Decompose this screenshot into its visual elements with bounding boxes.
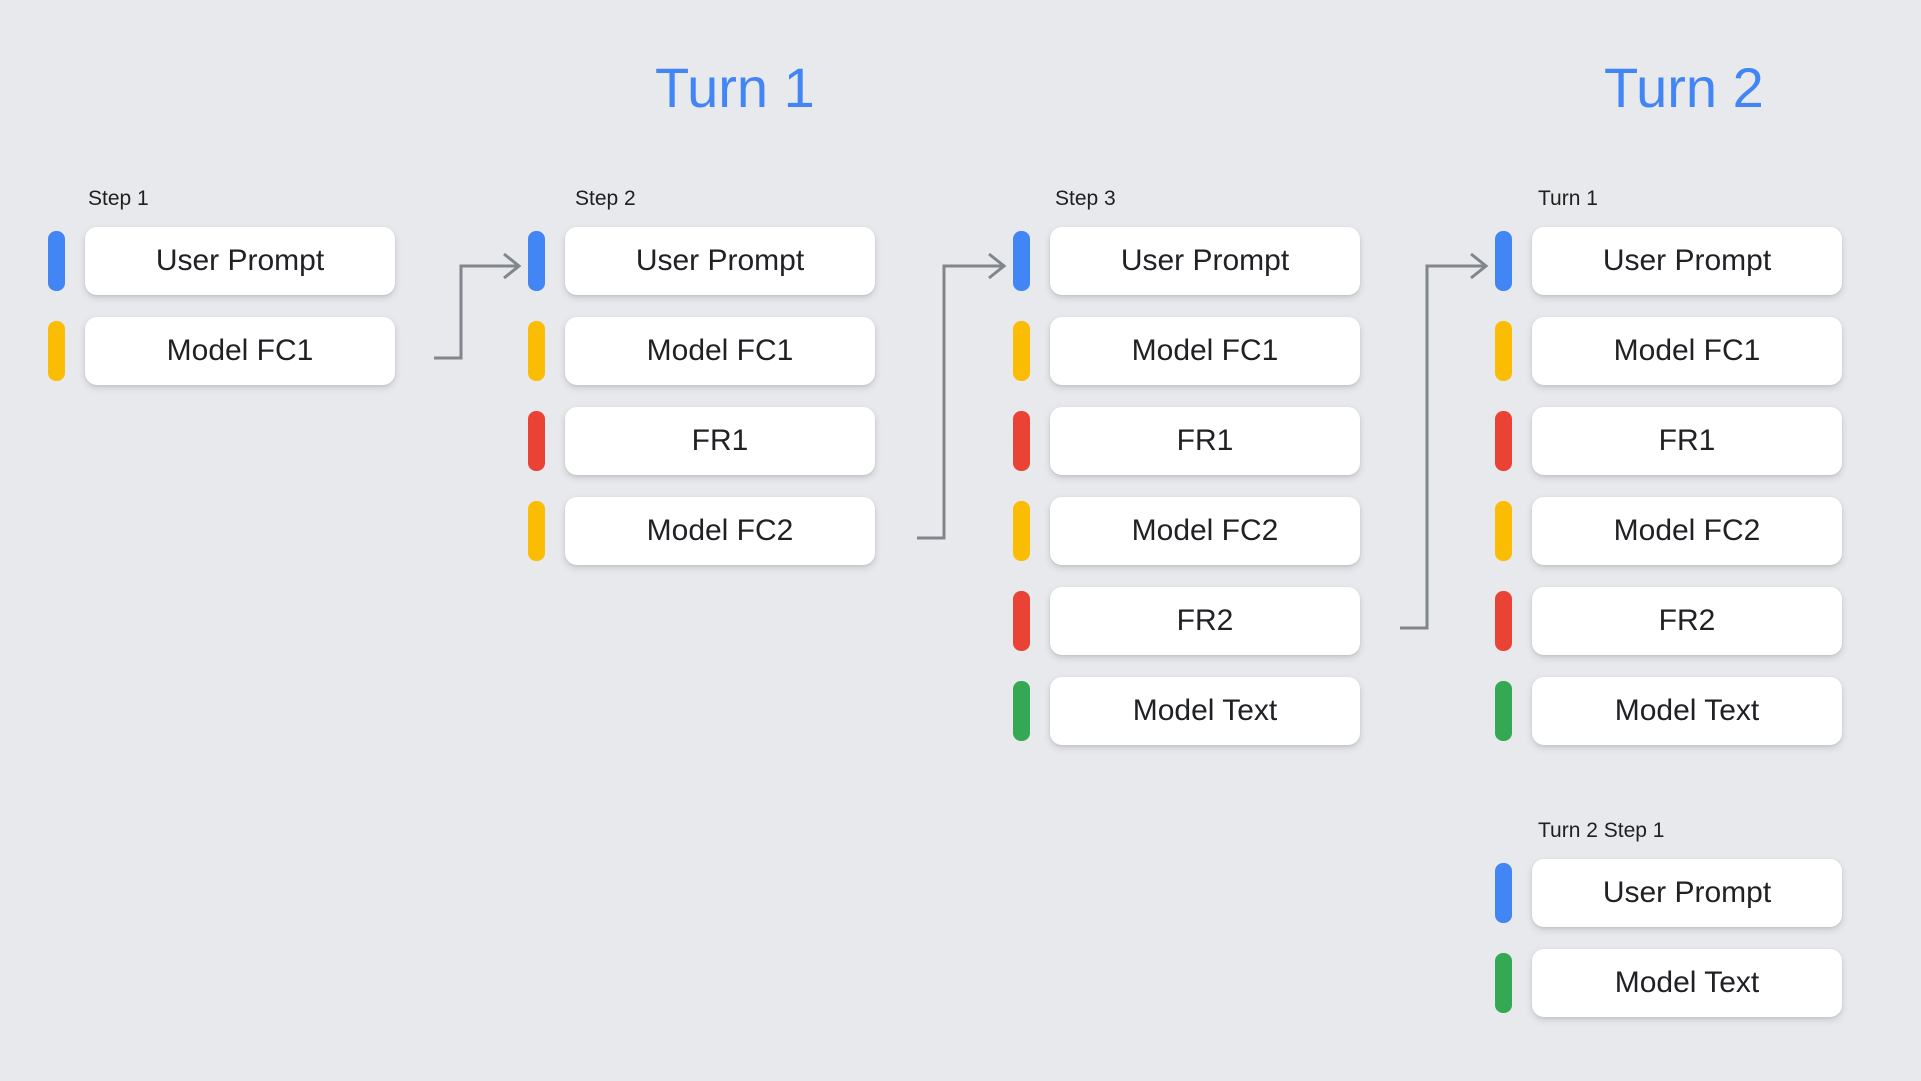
card-label: User Prompt (1602, 244, 1772, 277)
status-bar-green (1495, 953, 1512, 1013)
card-label: User Prompt (1602, 876, 1772, 909)
card-model-fc1[interactable]: Model FC1 (1050, 317, 1360, 385)
card-model-fc1[interactable]: Model FC1 (565, 317, 875, 385)
card-model-text[interactable]: Model Text (1532, 677, 1842, 745)
status-bar-yellow (48, 321, 65, 381)
card-model-text[interactable]: Model Text (1532, 949, 1842, 1017)
card-user-prompt[interactable]: User Prompt (565, 227, 875, 295)
card-fr1[interactable]: FR1 (565, 407, 875, 475)
column-label-turn-1: Turn 1 (1538, 187, 1598, 210)
status-bar-yellow (1495, 501, 1512, 561)
card-fr2[interactable]: FR2 (1532, 587, 1842, 655)
status-bar-red (1495, 591, 1512, 651)
card-label: FR1 (691, 424, 749, 457)
card-label: Model FC1 (1613, 334, 1761, 367)
status-bar-red (1013, 591, 1030, 651)
column-label-turn-2-step-1: Turn 2 Step 1 (1538, 819, 1665, 842)
status-bar-red (528, 411, 545, 471)
card-label: Model FC2 (646, 514, 794, 547)
connector-step3-to-turn1 (1400, 252, 1489, 630)
column-label-step-3: Step 3 (1055, 187, 1116, 210)
card-label: Model Text (1614, 694, 1760, 727)
card-label: FR2 (1658, 604, 1716, 637)
status-bar-yellow (528, 501, 545, 561)
card-model-fc1[interactable]: Model FC1 (1532, 317, 1842, 385)
connector-step1-to-step2 (434, 252, 522, 360)
card-label: Model Text (1614, 966, 1760, 999)
card-fr1[interactable]: FR1 (1532, 407, 1842, 475)
column-label-step-1: Step 1 (88, 187, 149, 210)
status-bar-blue (528, 231, 545, 291)
status-bar-red (1013, 411, 1030, 471)
section-title-turn-2: Turn 2 (1604, 56, 1764, 119)
section-title-turn-1: Turn 1 (655, 56, 815, 119)
status-bar-blue (1495, 231, 1512, 291)
card-label: User Prompt (635, 244, 805, 277)
card-user-prompt[interactable]: User Prompt (1532, 227, 1842, 295)
card-label: FR1 (1658, 424, 1716, 457)
card-model-fc2[interactable]: Model FC2 (1532, 497, 1842, 565)
status-bar-blue (48, 231, 65, 291)
card-user-prompt[interactable]: User Prompt (85, 227, 395, 295)
card-label: Model FC1 (1131, 334, 1279, 367)
card-label: User Prompt (155, 244, 325, 277)
column-label-step-2: Step 2 (575, 187, 636, 210)
card-user-prompt[interactable]: User Prompt (1532, 859, 1842, 927)
status-bar-green (1013, 681, 1030, 741)
card-label: Model Text (1132, 694, 1278, 727)
card-model-fc2[interactable]: Model FC2 (1050, 497, 1360, 565)
card-label: Model FC2 (1131, 514, 1279, 547)
status-bar-blue (1013, 231, 1030, 291)
status-bar-yellow (1013, 321, 1030, 381)
card-model-fc1[interactable]: Model FC1 (85, 317, 395, 385)
status-bar-green (1495, 681, 1512, 741)
card-model-text[interactable]: Model Text (1050, 677, 1360, 745)
card-label: Model FC1 (646, 334, 794, 367)
card-label: Model FC2 (1613, 514, 1761, 547)
status-bar-yellow (1495, 321, 1512, 381)
status-bar-red (1495, 411, 1512, 471)
connector-step2-to-step3 (917, 252, 1007, 540)
card-label: FR1 (1176, 424, 1234, 457)
card-fr1[interactable]: FR1 (1050, 407, 1360, 475)
status-bar-blue (1495, 863, 1512, 923)
card-label: User Prompt (1120, 244, 1290, 277)
card-user-prompt[interactable]: User Prompt (1050, 227, 1360, 295)
card-fr2[interactable]: FR2 (1050, 587, 1360, 655)
status-bar-yellow (528, 321, 545, 381)
card-label: FR2 (1176, 604, 1234, 637)
status-bar-yellow (1013, 501, 1030, 561)
card-model-fc2[interactable]: Model FC2 (565, 497, 875, 565)
card-label: Model FC1 (166, 334, 314, 367)
